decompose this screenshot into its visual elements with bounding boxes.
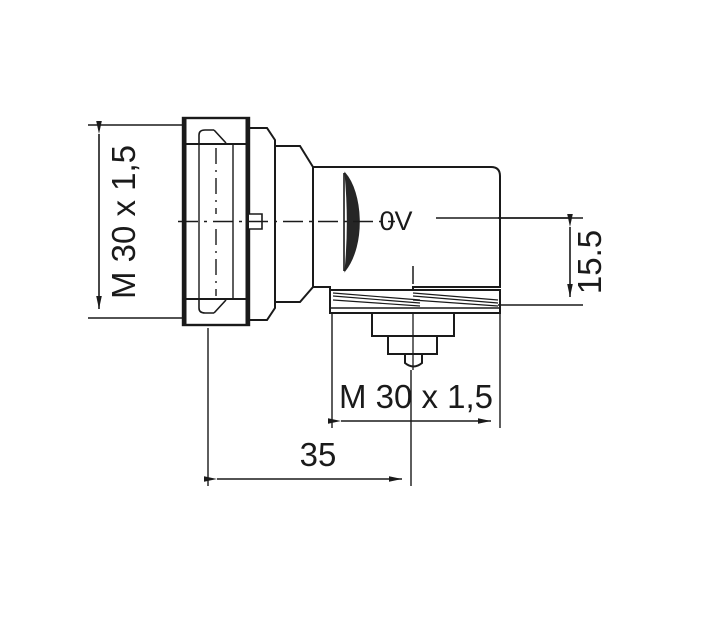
threaded-port — [329, 289, 501, 314]
dimension-right-height-label: 15.5 — [571, 230, 608, 294]
zero-volt-label: 0V — [379, 206, 412, 236]
part-geometry — [178, 116, 501, 370]
dimension-bottom-thread — [328, 313, 501, 428]
thread-hatch — [332, 292, 499, 307]
dimension-left-thread — [88, 121, 186, 319]
dimension-bottom-thread-label: M 30 x 1,5 — [339, 378, 493, 415]
dimension-left-thread-label: M 30 x 1,5 — [105, 145, 142, 299]
dimension-bottom-length-label: 35 — [300, 436, 337, 473]
dimension-bottom-length — [204, 328, 412, 486]
